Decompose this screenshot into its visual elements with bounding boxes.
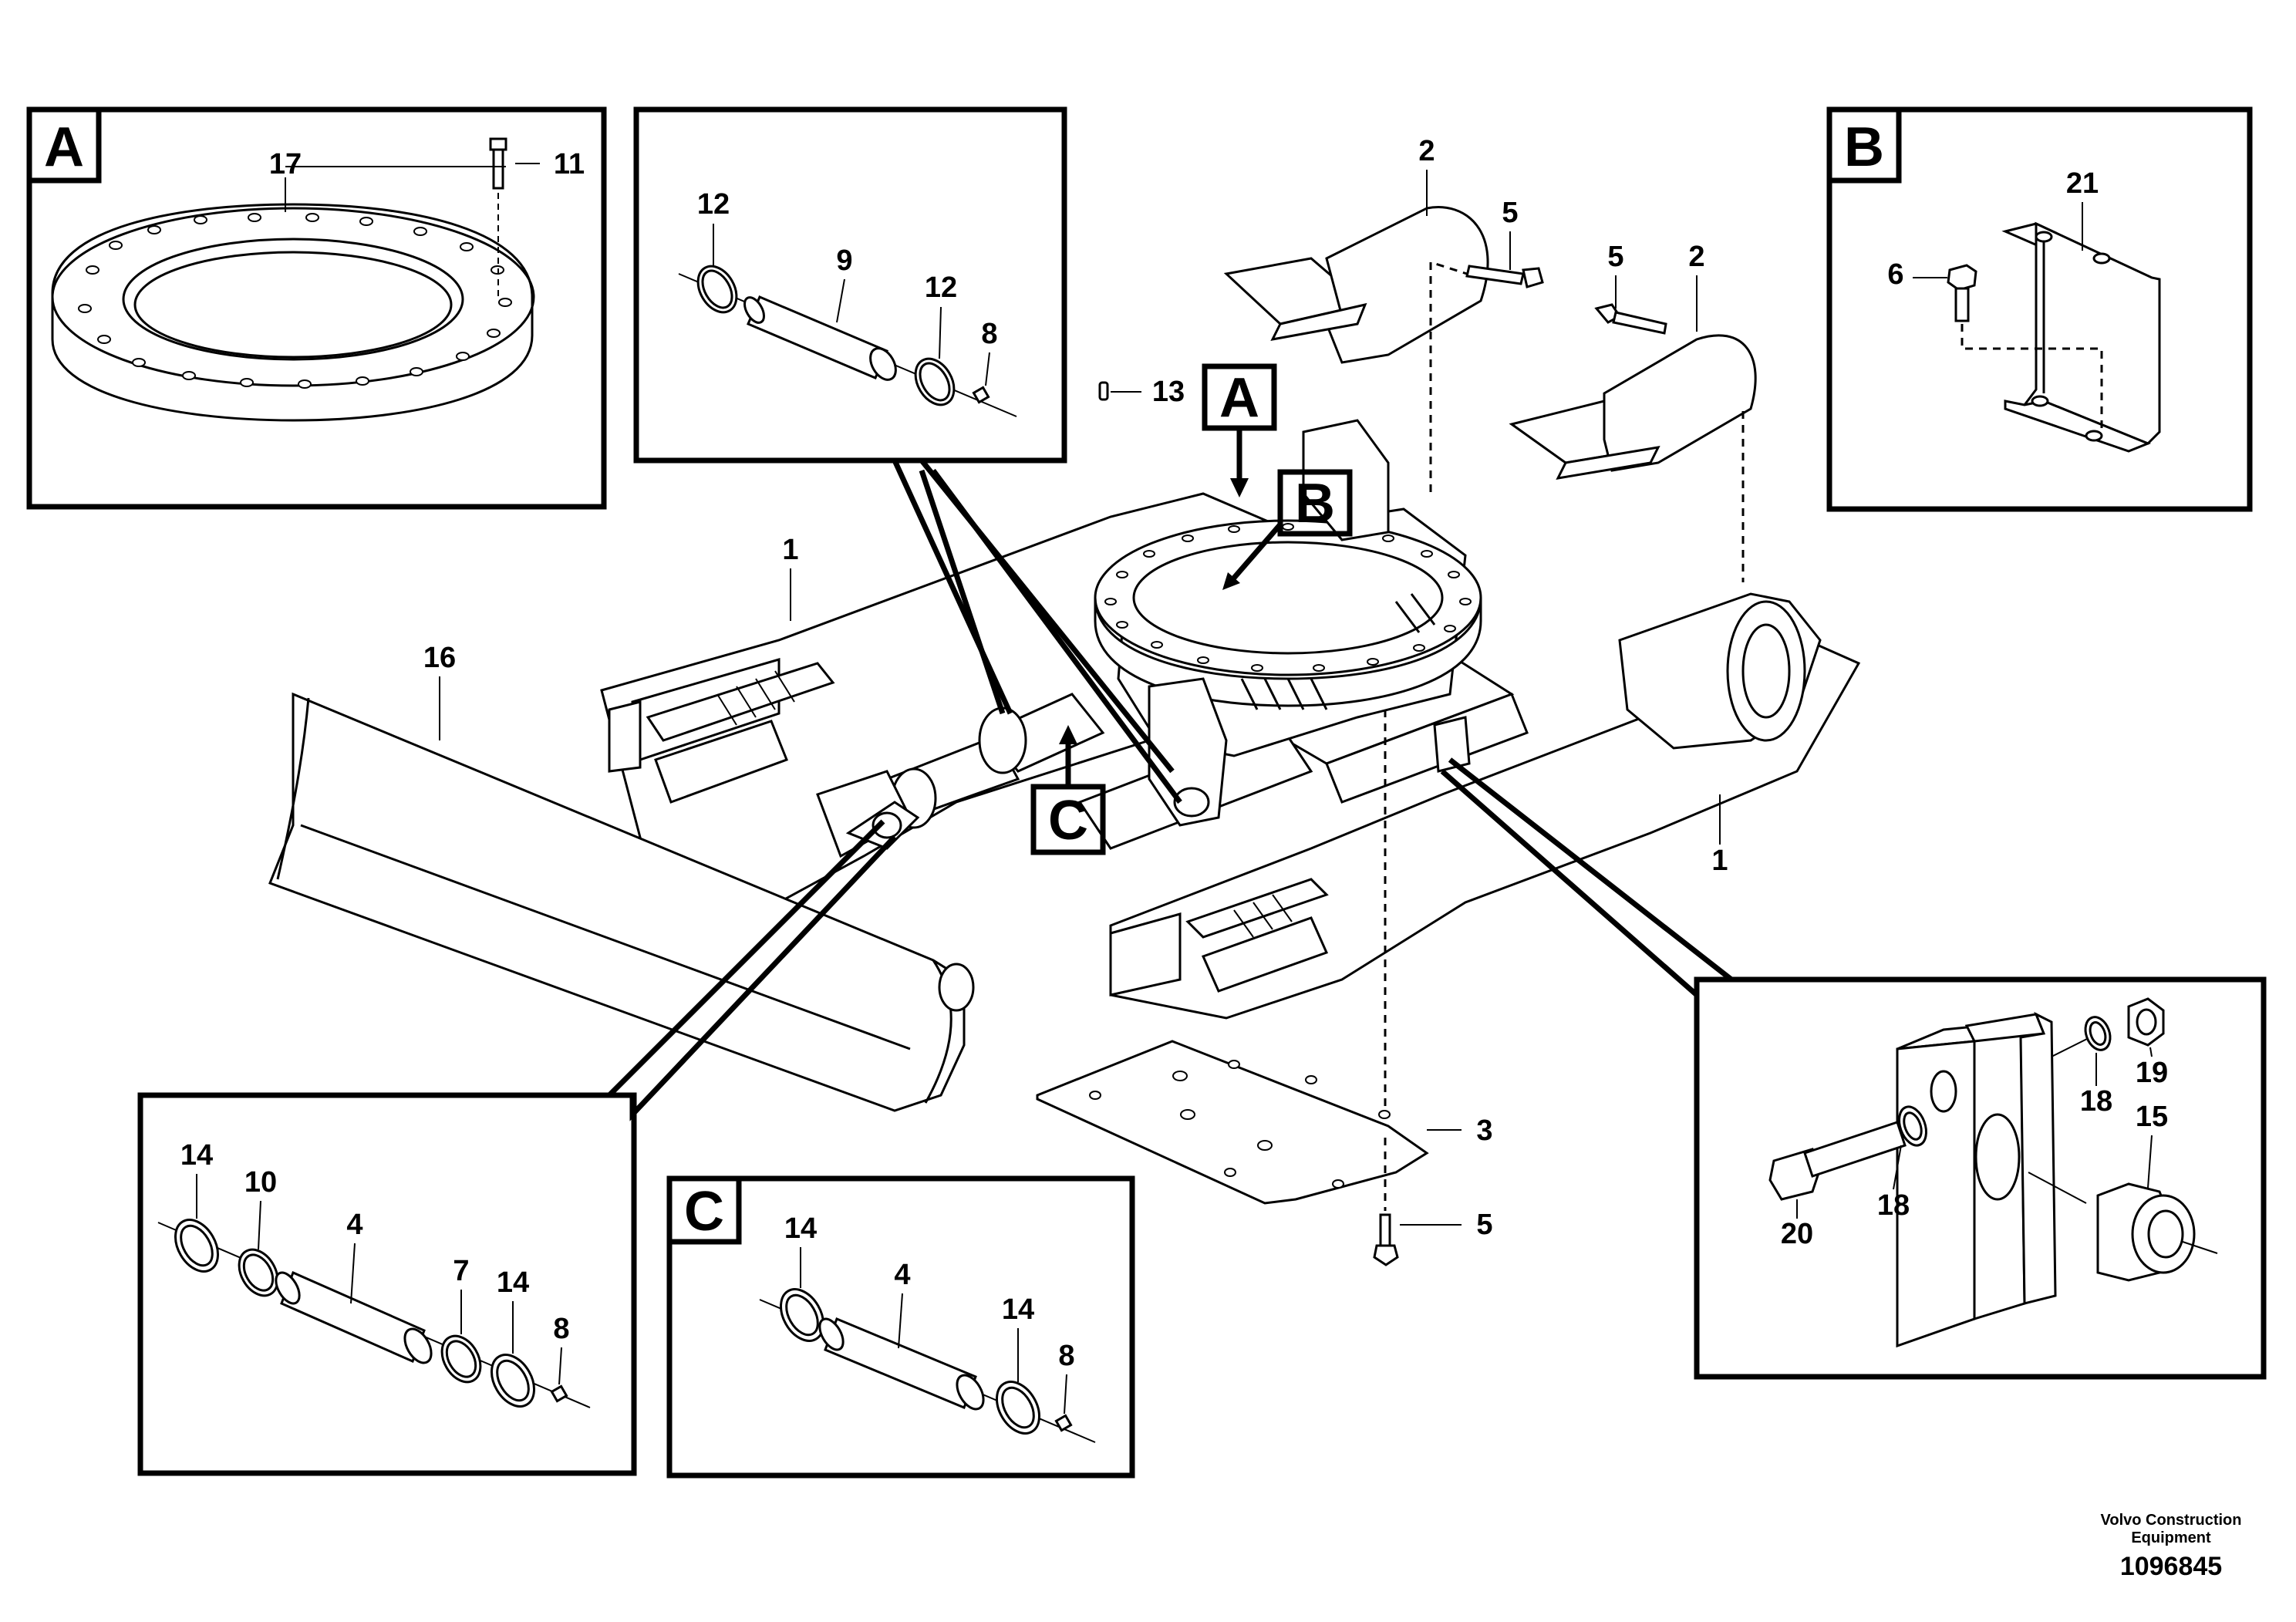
detail-a-box: A 11 17 [26, 106, 607, 510]
company-line-1: Volvo Construction [2101, 1512, 2242, 1529]
callout-14-c1: 14 [784, 1212, 817, 1245]
turntable-bolt-holes [1104, 523, 1472, 672]
callout-2-right: 2 [1688, 241, 1704, 273]
callout-6: 6 [1887, 258, 1903, 291]
callout-13: 13 [1152, 376, 1185, 408]
callout-3: 3 [1476, 1114, 1492, 1147]
callout-4-c: 4 [894, 1259, 910, 1291]
callout-18-right: 18 [2080, 1085, 2112, 1118]
callout-8-top: 8 [981, 318, 997, 350]
svg-text:A: A [1219, 367, 1259, 429]
callout-9: 9 [836, 244, 852, 277]
callout-10: 10 [244, 1166, 277, 1199]
callout-8-bl: 8 [553, 1313, 569, 1345]
callout-7: 7 [453, 1255, 469, 1287]
bracket-21 [2001, 221, 2161, 453]
callout-21: 21 [2066, 167, 2099, 200]
callout-2-left: 2 [1418, 135, 1435, 167]
detail-b-tag: B [1844, 116, 1884, 178]
detail-c-tag: C [684, 1181, 724, 1243]
callout-20: 20 [1781, 1218, 1813, 1250]
callout-18-left: 18 [1877, 1189, 1910, 1222]
callout-8-c: 8 [1058, 1340, 1074, 1372]
callout-11: 11 [554, 148, 585, 180]
drawing-number: 1096845 [2120, 1552, 2222, 1581]
footer-block: Volvo Construction Equipment 1096845 [2101, 1512, 2242, 1581]
callout-1-right: 1 [1711, 845, 1728, 877]
callout-15: 15 [2136, 1101, 2168, 1133]
callout-1-left: 1 [782, 534, 798, 566]
dozer-blade [268, 692, 975, 1112]
bolt-5-top-right [1594, 303, 1667, 335]
callout-4-a: 4 [346, 1209, 362, 1241]
ring-bolt-holes [78, 213, 512, 389]
slewing-ring [51, 203, 535, 422]
pin-detail-right: 20 18 18 19 15 [1694, 976, 2267, 1380]
location-tag-c: C [1030, 725, 1106, 855]
callout-17: 17 [269, 148, 302, 180]
cover-plate-3 [1036, 1040, 1429, 1205]
cover-2-right [1509, 334, 1757, 480]
callout-5-top-left: 5 [1502, 197, 1518, 229]
detail-c-box: C 14 4 14 8 [666, 1175, 1135, 1479]
callout-12-right: 12 [925, 271, 957, 304]
detail-a-tag: A [44, 116, 84, 178]
bolt-11 [489, 137, 507, 297]
callout-16: 16 [423, 642, 456, 674]
svg-text:B: B [1295, 473, 1335, 534]
pin-detail-bottom-left: 14 10 4 7 14 8 [137, 1092, 637, 1476]
location-tag-a: A [1202, 363, 1277, 497]
callout-14-b: 14 [497, 1266, 529, 1299]
cover-2-left [1223, 206, 1489, 364]
bolt-5-top-left [1465, 265, 1544, 288]
company-line-2: Equipment [2131, 1529, 2211, 1546]
callout-14-a: 14 [180, 1139, 213, 1172]
location-tag-b: B [1222, 469, 1353, 590]
callout-12-left: 12 [697, 188, 730, 221]
callout-5-top-right: 5 [1607, 241, 1623, 273]
pin-detail-top: 12 9 12 8 [633, 106, 1067, 464]
callout-14-c2: 14 [1002, 1293, 1034, 1326]
svg-text:C: C [1048, 790, 1088, 851]
bolt-6 [1947, 264, 1977, 322]
undercarriage-frame [600, 381, 1861, 1020]
callout-5-bottom: 5 [1476, 1209, 1492, 1241]
bolt-5-bottom [1373, 1213, 1399, 1266]
detail-b-box: B 21 6 [1826, 106, 2253, 512]
callout-19: 19 [2136, 1057, 2168, 1089]
